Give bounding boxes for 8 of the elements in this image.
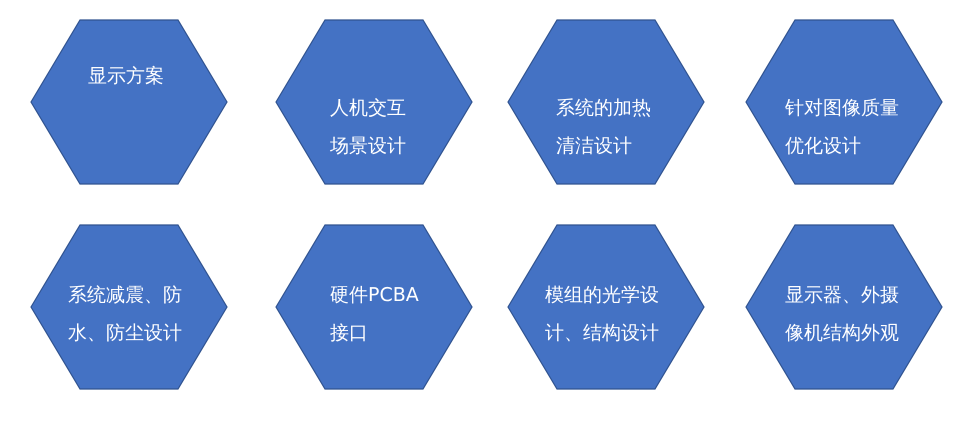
node-label: 显示方案: [88, 64, 165, 89]
node-label: 显示器、外摄像机结构外观: [785, 283, 900, 346]
node-label: 人机交互场景设计: [330, 96, 407, 159]
node-label: 针对图像质量优化设计: [785, 96, 900, 159]
node-label: 系统的加热清洁设计: [556, 96, 652, 159]
node-label: 硬件PCBA接口: [330, 283, 420, 346]
node-label: 系统减震、防水、防尘设计: [68, 283, 183, 346]
node-label: 模组的光学设计、结构设计: [545, 283, 660, 346]
